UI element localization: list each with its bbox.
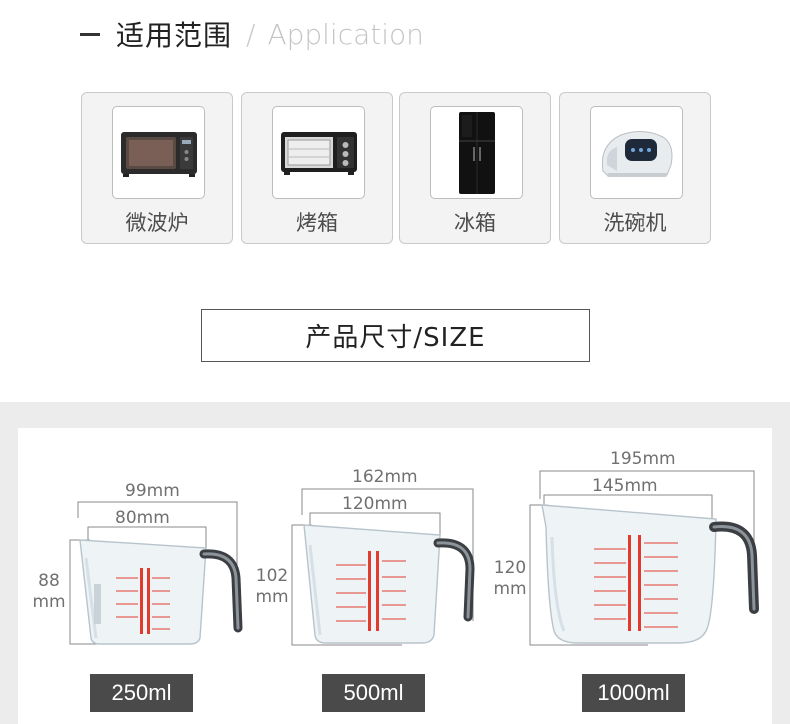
appliance-label: 洗碗机 — [603, 211, 667, 235]
capacity-label: 250ml — [90, 674, 193, 712]
inner-width-label: 80mm — [115, 508, 170, 528]
outer-width-label: 99mm — [125, 481, 180, 501]
heading-dash — [80, 32, 100, 36]
microwave-icon — [112, 106, 205, 199]
capacity-label: 500ml — [322, 674, 425, 712]
inner-width-label: 120mm — [342, 494, 408, 514]
height-value: 88 — [38, 571, 60, 591]
appliance-label: 微波炉 — [125, 211, 189, 235]
fridge-icon — [430, 106, 523, 199]
appliance-card-oven: 烤箱 — [241, 92, 393, 244]
capacity-label: 1000ml — [582, 674, 685, 712]
height-value: 120 — [493, 558, 527, 578]
height-label: 88 mm — [30, 571, 68, 613]
outer-width-label: 195mm — [610, 449, 676, 469]
height-label: 120 mm — [490, 558, 530, 600]
cup-1000ml-drawing — [529, 470, 759, 646]
appliance-label: 冰箱 — [454, 211, 496, 235]
dishwasher-icon — [590, 106, 683, 199]
section-heading: 适用范围 / Application — [80, 14, 424, 54]
heading-title-cn: 适用范围 — [116, 19, 233, 52]
height-unit: mm — [493, 579, 527, 599]
size-section-title: 产品尺寸/SIZE — [201, 309, 590, 362]
appliance-card-dishwasher: 洗碗机 — [559, 92, 711, 244]
cup-250ml-drawing — [69, 501, 243, 645]
inner-width-label: 145mm — [592, 476, 658, 496]
oven-icon — [272, 106, 365, 199]
heading-slash: / — [246, 17, 256, 51]
outer-width-label: 162mm — [352, 467, 418, 487]
height-label: 102 mm — [252, 566, 292, 608]
heading-title-en: Application — [267, 17, 424, 51]
height-value: 102 — [255, 566, 289, 586]
appliance-list: 微波炉 烤箱 冰箱 — [81, 92, 711, 244]
appliance-card-microwave: 微波炉 — [81, 92, 233, 244]
appliance-label: 烤箱 — [296, 211, 338, 235]
height-unit: mm — [32, 592, 66, 612]
cup-500ml-drawing — [291, 488, 475, 646]
appliance-card-fridge: 冰箱 — [399, 92, 551, 244]
height-unit: mm — [255, 587, 289, 607]
